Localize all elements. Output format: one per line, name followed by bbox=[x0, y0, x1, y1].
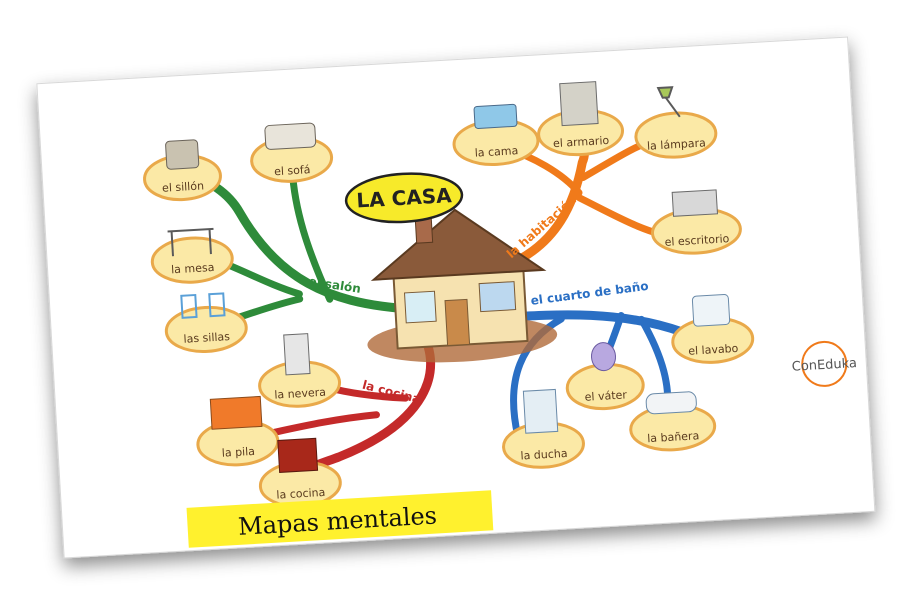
bed-icon bbox=[473, 103, 518, 129]
node-el-vater: el váter bbox=[565, 342, 645, 411]
svg-text:la bañera: la bañera bbox=[647, 429, 700, 445]
svg-text:la cocina: la cocina bbox=[276, 486, 326, 502]
svg-text:el escritorio: el escritorio bbox=[664, 232, 730, 249]
svg-text:el váter: el váter bbox=[584, 388, 627, 403]
toilet-icon bbox=[590, 342, 617, 372]
svg-text:la pila: la pila bbox=[221, 445, 255, 460]
table-icon bbox=[167, 227, 214, 257]
sofa-icon bbox=[264, 122, 317, 150]
logo-text: ConEduka bbox=[791, 356, 857, 375]
shower-icon bbox=[522, 388, 559, 434]
node-la-pila: la pila bbox=[196, 395, 280, 467]
lamp-icon bbox=[656, 86, 681, 118]
node-el-escritorio: el escritorio bbox=[650, 189, 742, 255]
node-la-cocina: la cocina bbox=[258, 437, 342, 508]
node-la-mesa: la mesa bbox=[150, 227, 234, 284]
node-la-lampara: la lámpara bbox=[634, 86, 718, 159]
svg-text:la mesa: la mesa bbox=[171, 261, 215, 276]
bathtub-icon bbox=[645, 391, 697, 415]
svg-text:el armario: el armario bbox=[553, 134, 610, 150]
node-el-sofa: el sofá bbox=[250, 122, 334, 183]
node-la-nevera: la nevera bbox=[258, 333, 342, 408]
house-illustration bbox=[367, 208, 558, 363]
svg-text:el lavabo: el lavabo bbox=[688, 342, 739, 358]
svg-text:la nevera: la nevera bbox=[274, 386, 326, 402]
svg-text:las sillas: las sillas bbox=[183, 330, 230, 346]
desk-icon bbox=[671, 189, 718, 217]
node-la-banera: la bañera bbox=[629, 391, 717, 452]
svg-text:el sillón: el sillón bbox=[162, 179, 205, 194]
svg-text:la cama: la cama bbox=[474, 144, 518, 159]
armchair-icon bbox=[165, 139, 200, 170]
title-bubble: LA CASA bbox=[344, 172, 464, 224]
svg-text:la lámpara: la lámpara bbox=[647, 136, 706, 152]
sink-icon bbox=[209, 395, 263, 430]
node-el-sillon: el sillón bbox=[143, 139, 222, 202]
svg-text:la ducha: la ducha bbox=[520, 447, 568, 463]
svg-text:el sofá: el sofá bbox=[274, 163, 311, 178]
node-las-sillas: las sillas bbox=[164, 292, 248, 354]
node-el-lavabo: el lavabo bbox=[671, 294, 755, 364]
stove-icon bbox=[277, 437, 319, 473]
fridge-icon bbox=[283, 333, 311, 376]
node-la-cama: la cama bbox=[452, 103, 540, 167]
chairs-icon bbox=[180, 292, 226, 319]
washbasin-icon bbox=[691, 294, 731, 327]
wardrobe-icon bbox=[559, 81, 599, 127]
node-la-ducha: la ducha bbox=[502, 388, 585, 469]
map-title: LA CASA bbox=[356, 183, 453, 212]
node-el-armario: el armario bbox=[537, 81, 625, 157]
conedu-logo: ConEduka bbox=[791, 340, 857, 387]
banner: Mapas mentales bbox=[186, 490, 494, 548]
